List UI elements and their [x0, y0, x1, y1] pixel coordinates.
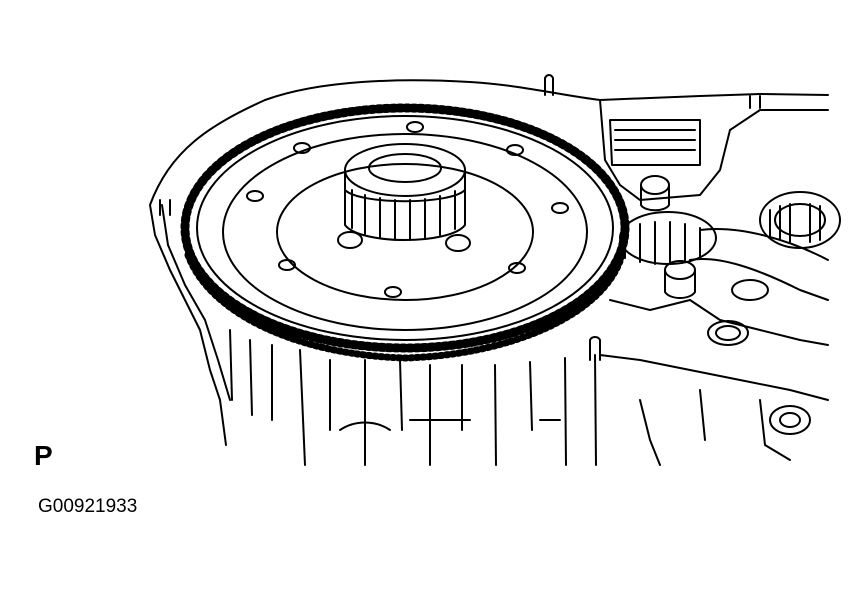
pinion-bearing	[620, 212, 716, 264]
differential-ring-gear	[185, 108, 625, 358]
tapered-roller-bearing	[345, 144, 465, 240]
figure-id: G00921933	[38, 496, 138, 517]
view-label: P	[34, 440, 53, 471]
transaxle-case	[150, 75, 840, 465]
